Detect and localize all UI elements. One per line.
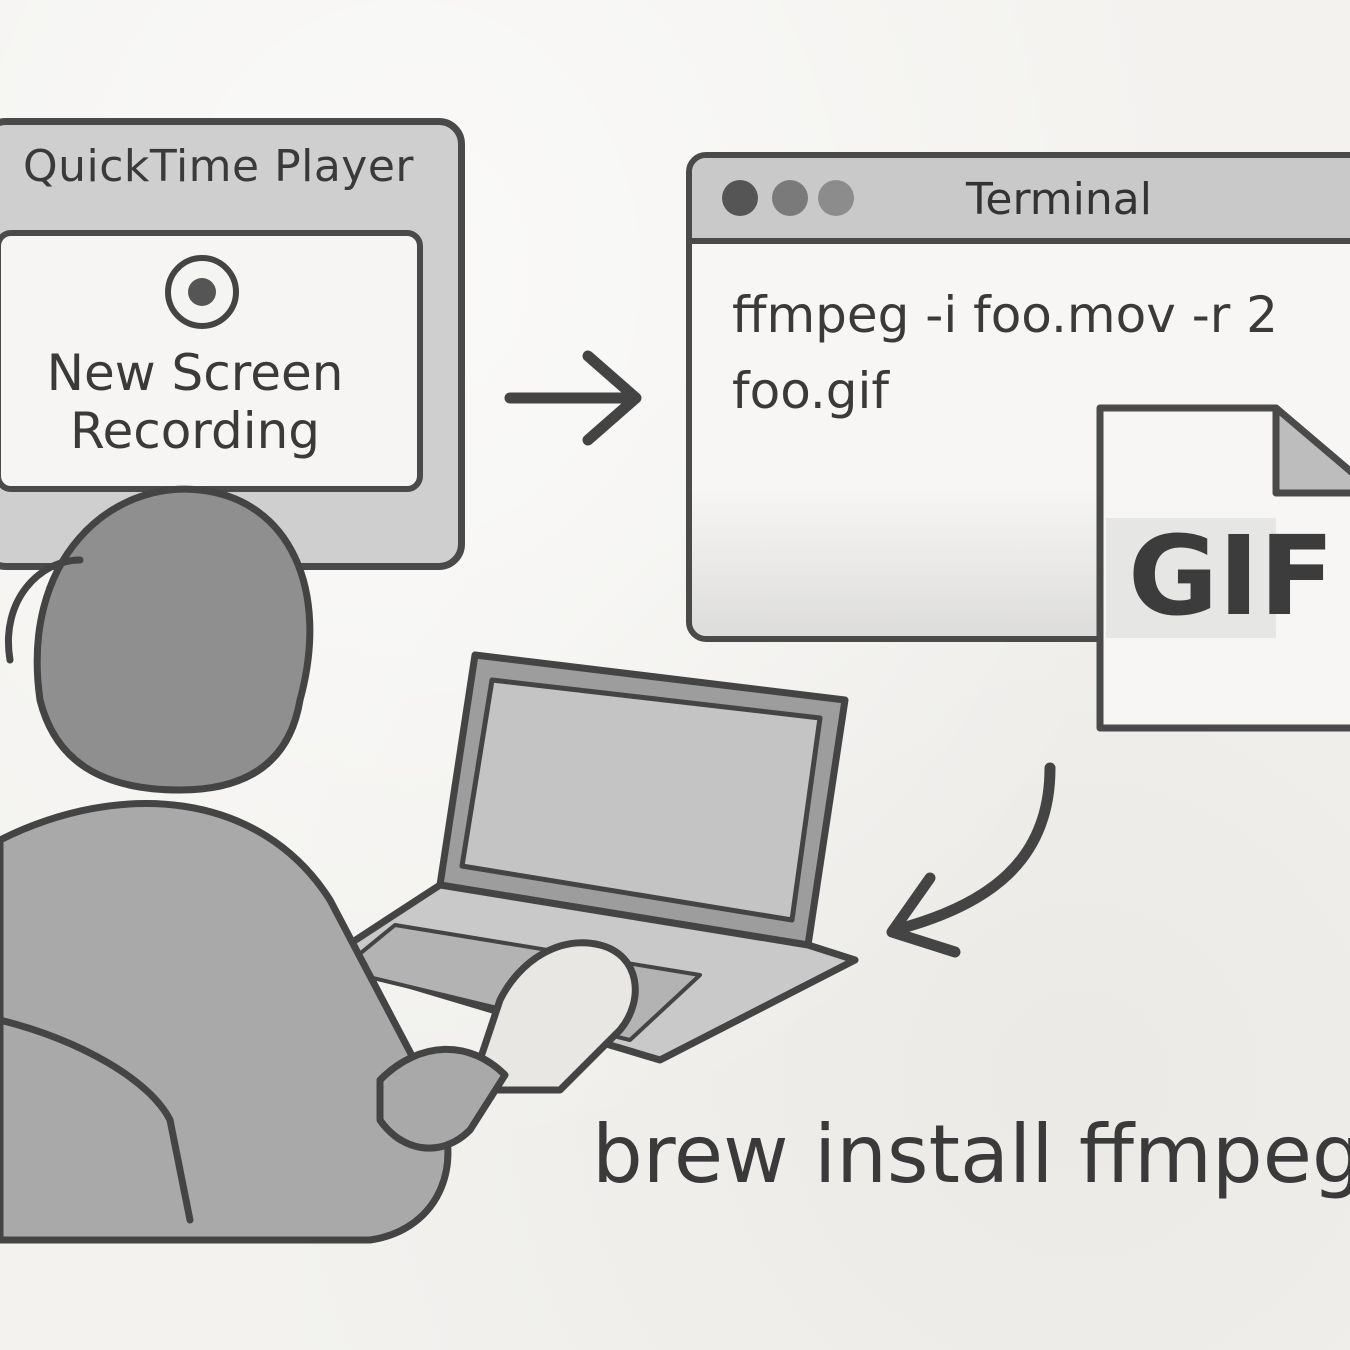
close-dot-icon[interactable]: [722, 180, 758, 216]
laptop-icon: [321, 651, 859, 1064]
person-figure: [0, 485, 639, 1244]
curved-arrow-icon: [886, 762, 1056, 958]
recording-label-line2: Recording: [69, 402, 321, 460]
install-caption: brew install ffmpeg: [592, 1108, 1350, 1201]
recording-label-line1: New Screen: [46, 344, 344, 402]
gif-label: GIF: [1128, 512, 1335, 640]
gif-file-icon: [1096, 404, 1350, 732]
terminal-title: Terminal: [966, 174, 1152, 225]
terminal-command-line2: foo.gif: [732, 362, 890, 420]
quicktime-title: QuickTime Player: [23, 141, 415, 192]
record-icon: [165, 255, 239, 329]
terminal-titlebar: Terminal: [692, 158, 1350, 244]
arrow-right-icon: [504, 350, 642, 446]
terminal-window: Terminal ffmpeg -i foo.mov -r 2 foo.gif: [686, 152, 1350, 642]
zoom-dot-icon[interactable]: [818, 180, 854, 216]
terminal-command-line1: ffmpeg -i foo.mov -r 2: [732, 286, 1278, 344]
minimize-dot-icon[interactable]: [772, 180, 808, 216]
